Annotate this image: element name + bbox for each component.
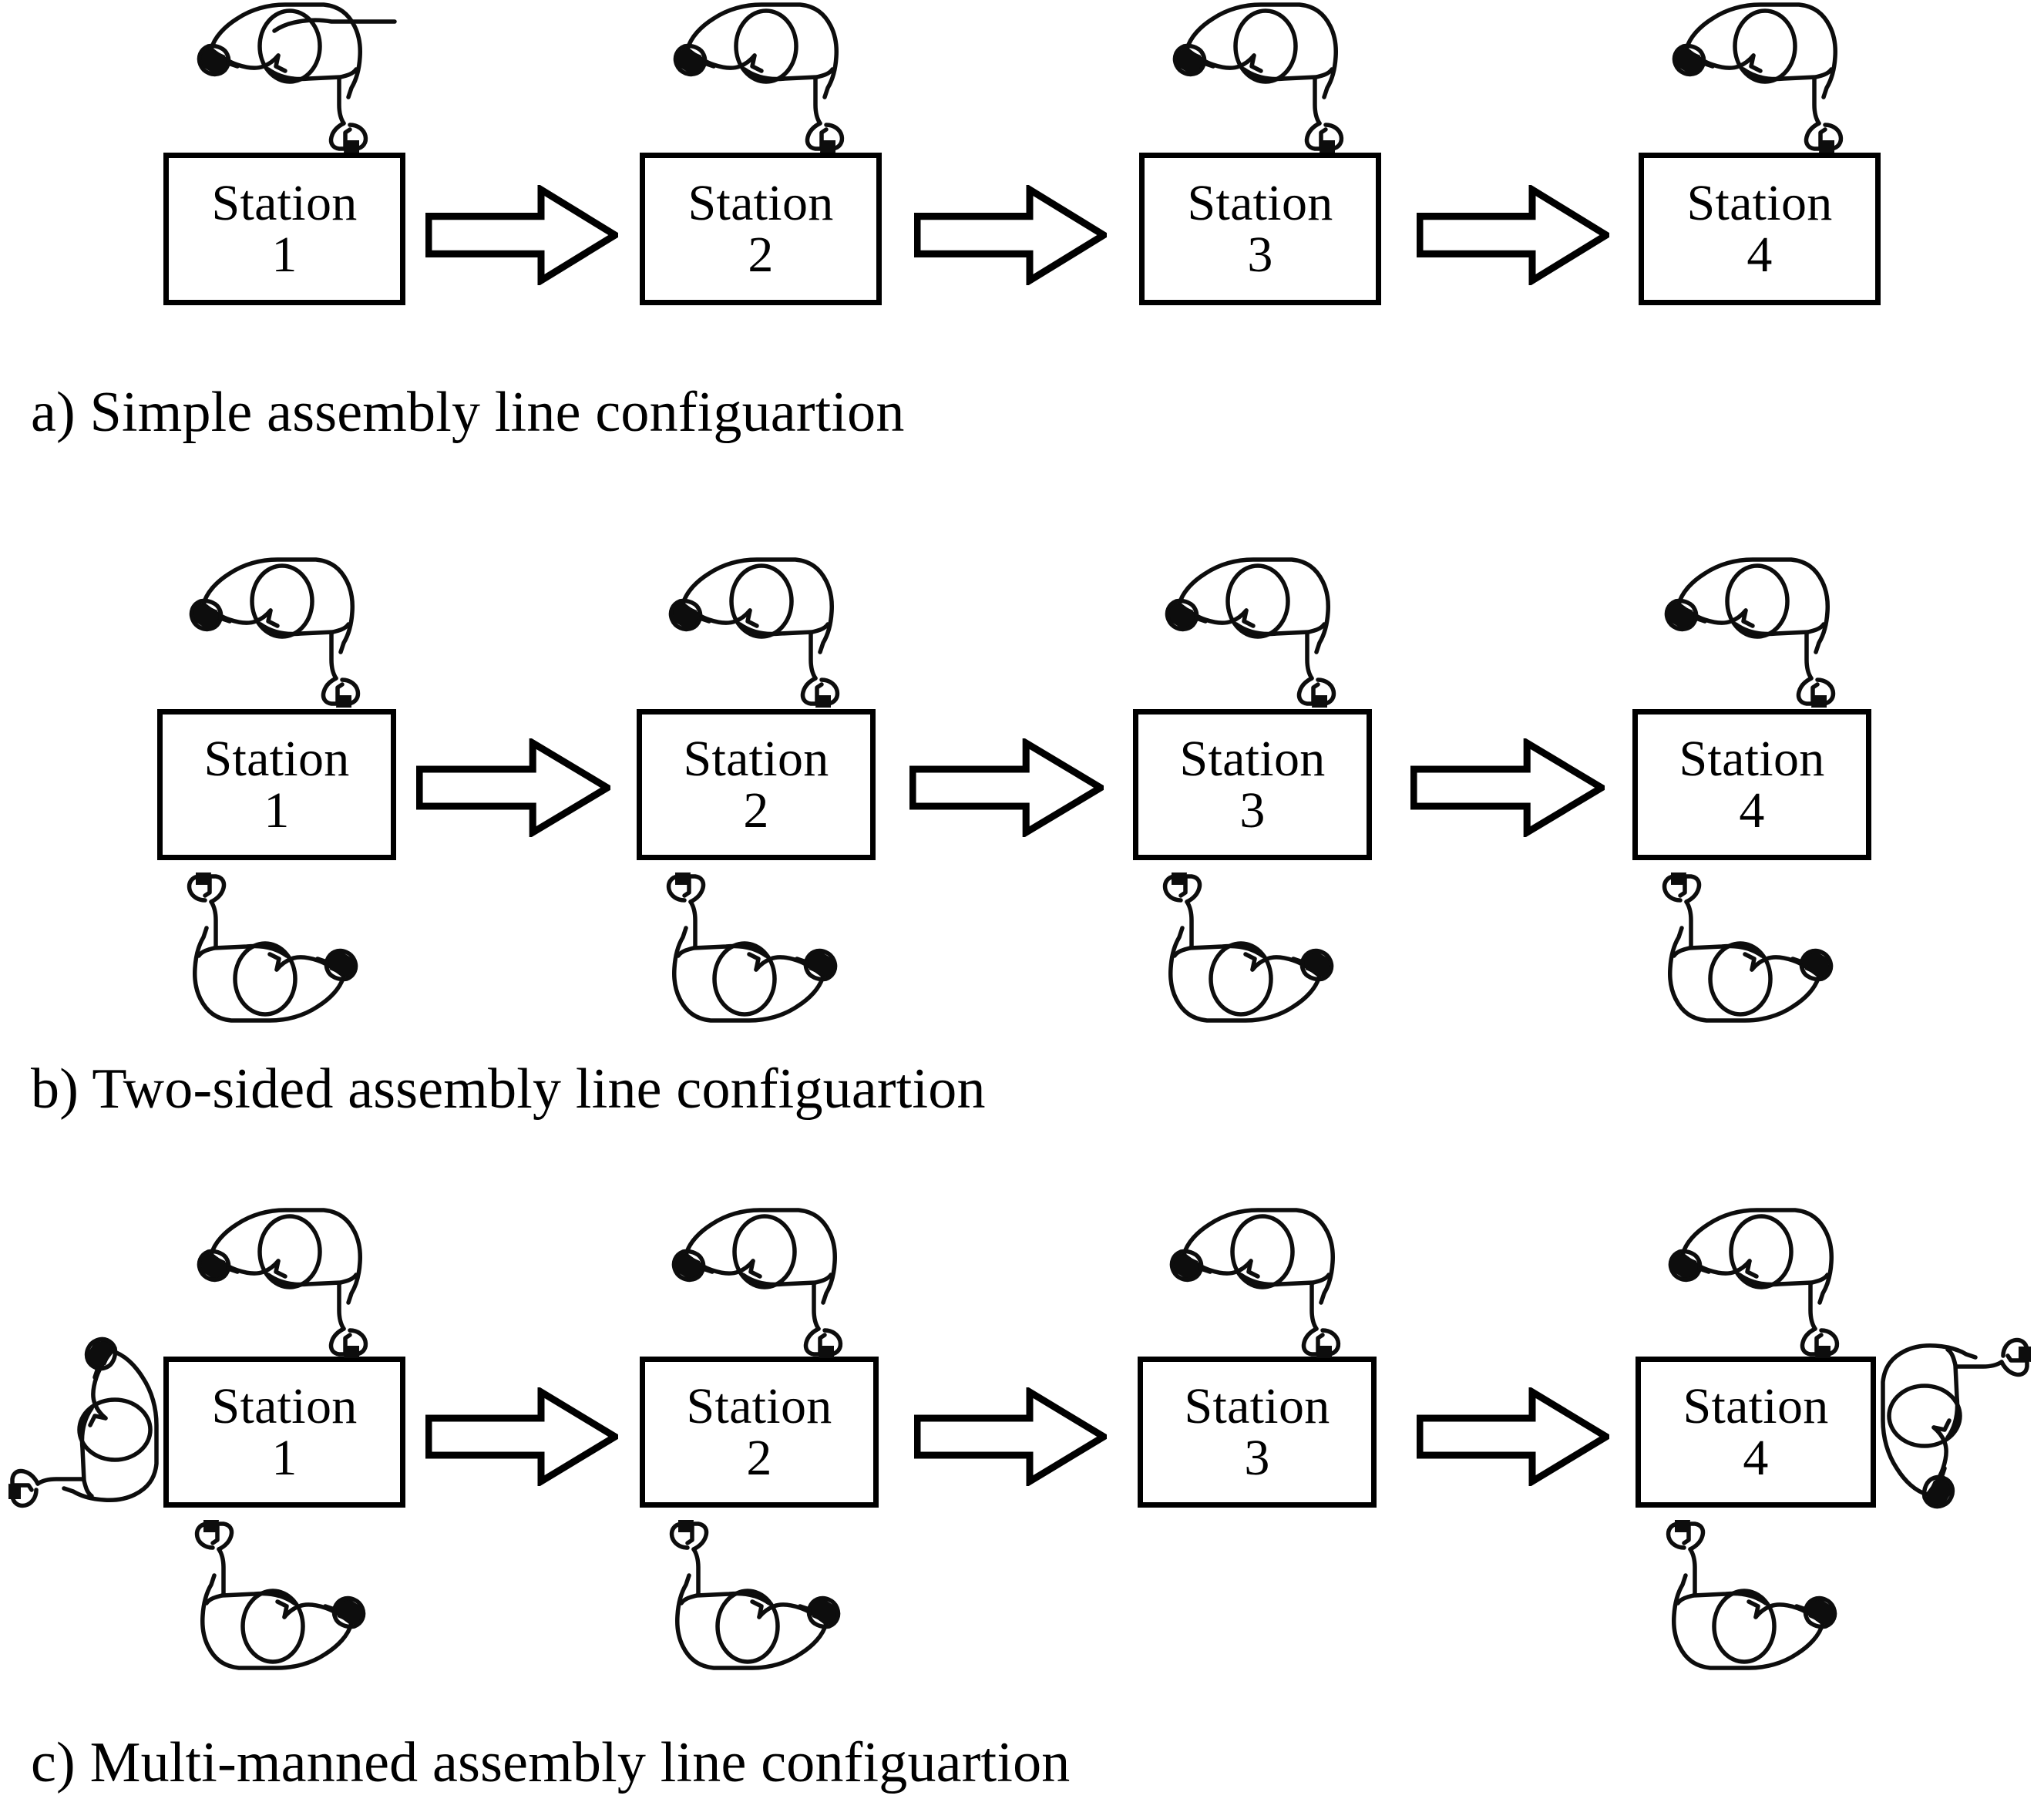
worker-figure-icon xyxy=(669,1195,846,1364)
worker-figure-icon xyxy=(207,11,397,165)
worker-figure-icon xyxy=(1669,0,1847,159)
station-label: Station xyxy=(687,174,834,231)
station-box[interactable]: Station 3 xyxy=(1139,153,1381,305)
flow-arrow-icon xyxy=(1410,738,1605,837)
worker-figure-icon xyxy=(1662,544,1839,714)
worker-figure-icon xyxy=(194,0,371,159)
panel-caption: b) Two-sided assembly line configuartion xyxy=(31,1057,986,1121)
flow-arrow-icon xyxy=(416,738,610,837)
station-label: Station xyxy=(1683,1377,1829,1434)
station-label: Station xyxy=(1686,174,1833,231)
worker-figure-icon xyxy=(1662,1514,1840,1683)
station-number: 2 xyxy=(746,1430,772,1486)
worker-figure-icon xyxy=(1159,866,1336,1036)
station-label: Station xyxy=(1184,1377,1330,1434)
station-label: Station xyxy=(683,730,829,787)
flow-arrow-icon xyxy=(914,1387,1107,1486)
panel-caption: a) Simple assembly line configuartion xyxy=(31,381,905,444)
station-number: 2 xyxy=(748,227,774,283)
panel-multi-manned-assembly-line: Station 1 Station 2 Station 3 Station 4 … xyxy=(0,1202,2044,1819)
station-number: 3 xyxy=(1239,782,1266,839)
station-label: Station xyxy=(1187,174,1333,231)
station-box[interactable]: Station 1 xyxy=(163,153,405,305)
panel-caption: c) Multi-manned assembly line configuart… xyxy=(31,1731,1071,1794)
worker-figure-icon xyxy=(183,866,361,1036)
worker-figure-icon xyxy=(191,1514,368,1683)
station-box[interactable]: Station 1 xyxy=(157,709,396,860)
panel-two-sided-assembly-line: Station 1 Station 2 Station 3 Station 4 … xyxy=(0,540,2044,1148)
worker-figure-icon xyxy=(663,866,840,1036)
flow-arrow-icon xyxy=(909,738,1104,837)
station-box[interactable]: Station 3 xyxy=(1138,1357,1377,1508)
station-number: 1 xyxy=(264,782,290,839)
flow-arrow-icon xyxy=(1417,185,1609,285)
station-number: 3 xyxy=(1247,227,1273,283)
station-number: 4 xyxy=(1743,1430,1769,1486)
station-number: 2 xyxy=(743,782,769,839)
panel-simple-assembly-line: Station 1 Station 2 Station 3 Station 4 … xyxy=(0,0,2044,470)
station-box[interactable]: Station 4 xyxy=(1636,1357,1876,1508)
station-label: Station xyxy=(686,1377,832,1434)
station-label: Station xyxy=(1679,730,1825,787)
worker-figure-icon xyxy=(1170,0,1347,159)
worker-figure-icon xyxy=(1167,1195,1344,1364)
worker-figure-icon xyxy=(194,1195,371,1364)
station-label: Station xyxy=(203,730,350,787)
worker-figure-icon xyxy=(1666,1195,1843,1364)
station-label: Station xyxy=(211,174,358,231)
worker-figure-icon xyxy=(0,1337,176,1508)
station-box[interactable]: Station 2 xyxy=(640,1357,879,1508)
station-box[interactable]: Station 3 xyxy=(1133,709,1372,860)
station-number: 4 xyxy=(1746,227,1773,283)
flow-arrow-icon xyxy=(914,185,1107,285)
worker-figure-icon xyxy=(666,544,843,714)
station-number: 3 xyxy=(1244,1430,1270,1486)
station-box[interactable]: Station 1 xyxy=(163,1357,405,1508)
worker-figure-icon xyxy=(1162,544,1340,714)
station-box[interactable]: Station 2 xyxy=(637,709,876,860)
station-number: 4 xyxy=(1739,782,1765,839)
worker-figure-icon xyxy=(671,0,848,159)
flow-arrow-icon xyxy=(425,1387,618,1486)
worker-figure-icon xyxy=(1864,1337,2041,1509)
station-box[interactable]: Station 4 xyxy=(1639,153,1881,305)
worker-figure-icon xyxy=(187,544,364,714)
station-number: 1 xyxy=(271,227,298,283)
worker-figure-icon xyxy=(1659,866,1836,1036)
flow-arrow-icon xyxy=(1417,1387,1609,1486)
station-label: Station xyxy=(1179,730,1326,787)
station-box[interactable]: Station 2 xyxy=(640,153,882,305)
station-number: 1 xyxy=(271,1430,298,1486)
flow-arrow-icon xyxy=(425,185,618,285)
station-box[interactable]: Station 4 xyxy=(1632,709,1871,860)
worker-figure-icon xyxy=(666,1514,843,1683)
station-label: Station xyxy=(211,1377,358,1434)
